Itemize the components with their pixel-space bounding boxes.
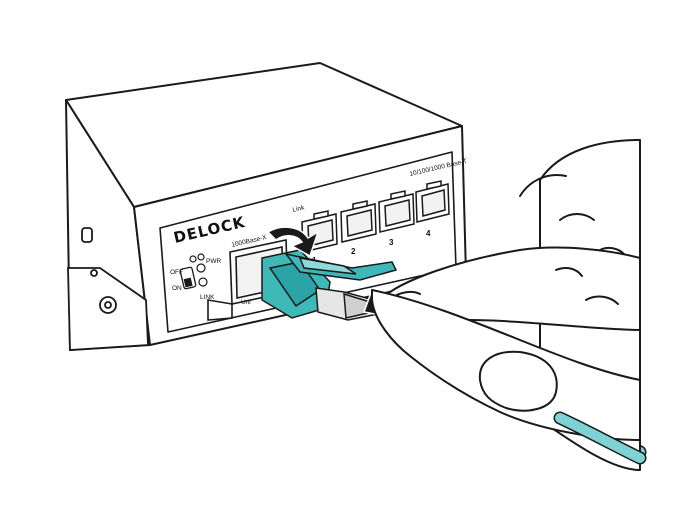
lc-connector[interactable] (261, 249, 398, 321)
led-link-icon (198, 277, 208, 287)
led-pwr-icon (189, 255, 197, 263)
push-arrow-icon (266, 226, 320, 258)
mounting-bracket (67, 227, 149, 351)
rj45-ports (301, 180, 450, 253)
link-label: Link (292, 204, 306, 214)
fiber-cable-tail (553, 411, 647, 465)
led-pwr-label: PWR (206, 258, 221, 265)
rj45-port-3[interactable] (378, 190, 415, 233)
port-number-4: 4 (426, 229, 431, 238)
sfp-unlock-label: Unl (241, 299, 251, 306)
led-link-label: LINK (200, 294, 215, 301)
dip-switch (179, 266, 197, 290)
switch-on-label: ON (172, 285, 182, 292)
rj45-port-2[interactable] (340, 200, 377, 243)
hand-illustration (371, 139, 641, 471)
rj45-port-4[interactable] (415, 180, 450, 223)
led-indicators (189, 253, 208, 287)
port-number-2: 2 (351, 247, 356, 256)
switch-off-label: OFF (170, 269, 183, 276)
port-number-3: 3 (389, 238, 394, 247)
